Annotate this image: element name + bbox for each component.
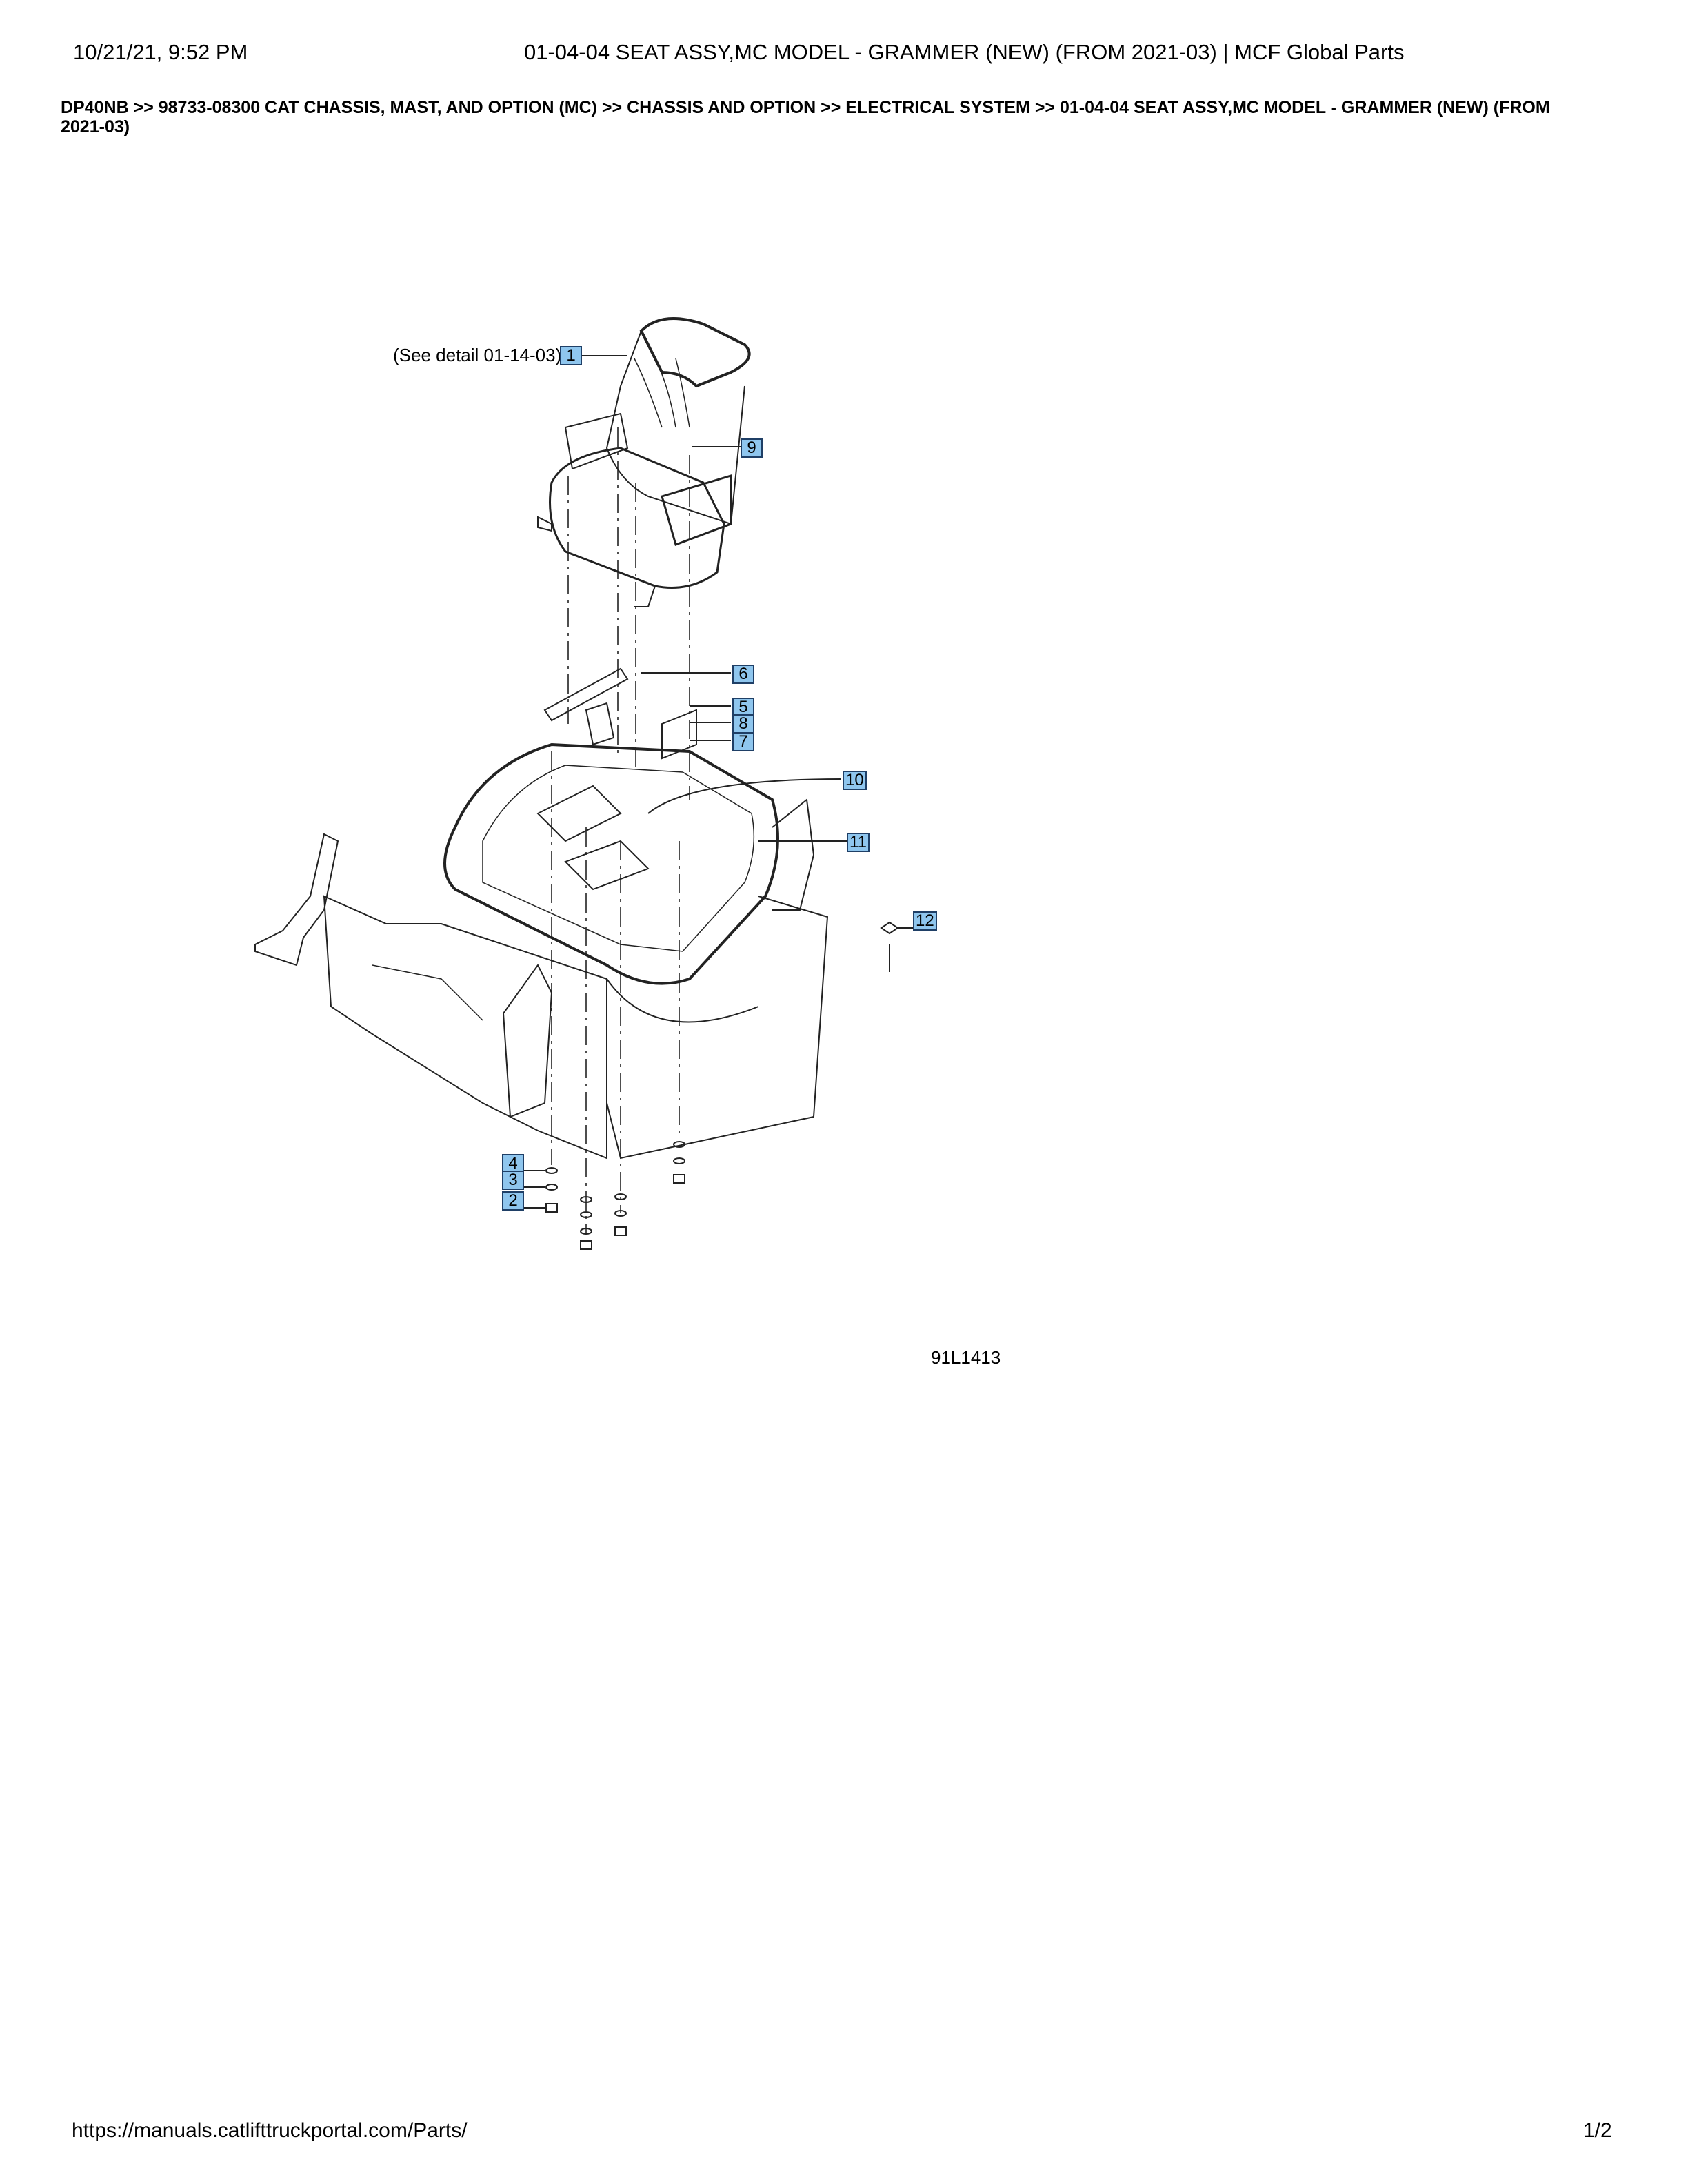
callout-9[interactable]: 9	[741, 438, 763, 458]
footer-url: https://manuals.catlifttruckportal.com/P…	[72, 2119, 468, 2142]
callout-3[interactable]: 3	[502, 1171, 524, 1190]
callout-10[interactable]: 10	[843, 771, 867, 790]
see-detail-note: (See detail 01-14-03)	[393, 345, 562, 365]
callout-12[interactable]: 12	[913, 911, 937, 931]
callout-7[interactable]: 7	[732, 732, 754, 751]
chassis-drawing	[254, 742, 829, 1160]
hardware-nuts	[545, 921, 899, 1250]
callout-4[interactable]: 4	[502, 1154, 524, 1173]
page-title: 01-04-04 SEAT ASSY,MC MODEL - GRAMMER (N…	[524, 40, 1405, 64]
page-number: 1/2	[1583, 2119, 1612, 2142]
callout-2[interactable]: 2	[502, 1191, 524, 1211]
callout-6[interactable]: 6	[732, 665, 754, 684]
assembly-lines	[551, 427, 690, 1234]
print-datetime: 10/21/21, 9:52 PM	[73, 40, 248, 64]
callout-1[interactable]: 1	[560, 346, 582, 365]
callout-11[interactable]: 11	[847, 833, 870, 852]
figure-id: 91L1413	[931, 1347, 1001, 1368]
callout-8[interactable]: 8	[732, 714, 754, 734]
seat-rails	[543, 667, 697, 760]
breadcrumb: DP40NB >> 98733-08300 CAT CHASSIS, MAST,…	[61, 98, 1550, 136]
callout-5[interactable]: 5	[732, 698, 754, 717]
seat-drawing	[537, 317, 751, 607]
